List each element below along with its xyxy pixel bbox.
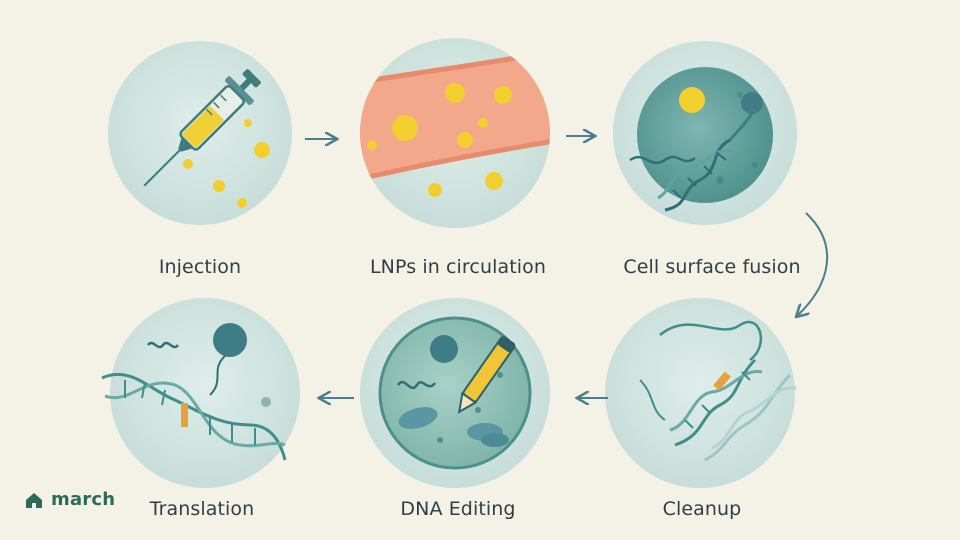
step-label-translation: Translation bbox=[149, 498, 255, 520]
step-injection-illustration bbox=[108, 41, 292, 225]
cell bbox=[637, 67, 773, 203]
pencil-icon bbox=[457, 336, 516, 414]
step-cleanup-illustration bbox=[605, 298, 797, 488]
step-label-lnps: LNPs in circulation bbox=[369, 256, 547, 278]
brand-name: march bbox=[51, 489, 116, 510]
brand-logo: march bbox=[24, 489, 115, 510]
arrow-curved-down-icon bbox=[797, 212, 829, 316]
house-icon bbox=[26, 492, 42, 508]
dna-helix-icon bbox=[657, 138, 736, 212]
flow-arrows bbox=[305, 136, 829, 398]
dna-helix-icon bbox=[669, 358, 763, 447]
step-editing-illustration bbox=[360, 298, 550, 488]
step-lnps-illustration bbox=[360, 38, 550, 228]
step-label-cleanup: Cleanup bbox=[662, 498, 742, 520]
step-translation-illustration bbox=[101, 298, 300, 488]
step-fusion-illustration bbox=[613, 41, 797, 225]
step-label-editing: DNA Editing bbox=[400, 498, 516, 520]
syringe-icon bbox=[143, 69, 261, 187]
step-label-injection: Injection bbox=[158, 256, 242, 278]
step-label-fusion: Cell surface fusion bbox=[623, 256, 801, 278]
dna-helix-icon bbox=[101, 372, 287, 461]
